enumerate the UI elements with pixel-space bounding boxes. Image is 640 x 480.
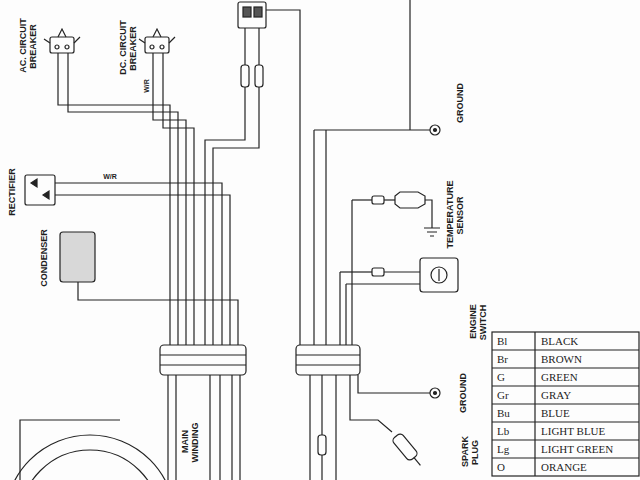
wire-code-box: W/R: [102, 173, 118, 180]
part-name-box: RECTIFIER: [7, 167, 17, 217]
table-cell-box: GREEN: [541, 371, 578, 383]
table-cell: Gr: [497, 389, 509, 401]
wire-code: W/R: [143, 78, 150, 94]
table-cell: Lb: [497, 425, 509, 437]
part-name-box: GROUND: [458, 372, 468, 414]
table-cell-box: ORANGE: [541, 461, 587, 473]
table-cell-box: G: [497, 371, 505, 383]
table-cell-box: BROWN: [541, 353, 582, 365]
table-cell-box: LIGHT BLUE: [541, 425, 605, 437]
part-name-box: SPARK PLUG: [460, 432, 480, 472]
component-symbols: [5, 2, 639, 480]
table-cell: BLACK: [541, 335, 578, 347]
table-cell-box: Bu: [497, 407, 510, 419]
wires: [20, 0, 440, 480]
table-cell: LIGHT BLUE: [541, 425, 605, 437]
table-cell-box: Lb: [497, 425, 509, 437]
part-name: TEMPERATURE SENSOR: [445, 181, 465, 250]
table-cell: Bu: [497, 407, 510, 419]
part-name-box: ENGINE SWITCH: [468, 297, 488, 347]
part-name-box: GROUND: [455, 82, 465, 124]
table-cell: GREEN: [541, 371, 578, 383]
part-name: CONDENSER: [39, 228, 49, 288]
table-cell: Lg: [497, 443, 509, 455]
part-name: MAIN WINDING: [180, 422, 200, 463]
part-name: AC. CIRCUIT BREAKER: [18, 18, 38, 74]
part-name: GROUND: [458, 372, 468, 414]
table-cell: GRAY: [541, 389, 571, 401]
table-cell-box: O: [497, 461, 505, 473]
table-cell-box: BLACK: [541, 335, 578, 347]
part-name: SPARK PLUG: [460, 436, 480, 468]
table-cell: ORANGE: [541, 461, 587, 473]
table-cell: LIGHT GREEN: [541, 443, 613, 455]
table-cell: BLUE: [541, 407, 570, 419]
part-name: RECTIFIER: [7, 167, 17, 217]
part-name-box: MAIN WINDING: [180, 415, 200, 470]
part-name-box: AC. CIRCUIT BREAKER: [18, 11, 38, 81]
table-cell-box: GRAY: [541, 389, 571, 401]
part-name-box: CONDENSER: [39, 228, 49, 288]
part-name-box: DC. CIRCUIT BREAKER: [118, 13, 138, 83]
table-cell-box: Bl: [497, 335, 507, 347]
table-cell: O: [497, 461, 505, 473]
table-cell-box: Gr: [497, 389, 509, 401]
table-cell-box: BLUE: [541, 407, 570, 419]
wire-code-box: W/R: [143, 78, 150, 94]
table-cell: Bl: [497, 335, 507, 347]
table-cell: Br: [497, 353, 508, 365]
table-cell: BROWN: [541, 353, 582, 365]
table-cell-box: LIGHT GREEN: [541, 443, 613, 455]
part-name: ENGINE SWITCH: [468, 304, 488, 341]
table-cell-box: Br: [497, 353, 508, 365]
part-name-box: TEMPERATURE SENSOR: [445, 175, 465, 255]
table-cell: G: [497, 371, 505, 383]
table-cell-box: Lg: [497, 443, 509, 455]
part-name: GROUND: [455, 82, 465, 124]
part-name: DC. CIRCUIT BREAKER: [118, 20, 138, 76]
wire-code: W/R: [102, 173, 118, 180]
